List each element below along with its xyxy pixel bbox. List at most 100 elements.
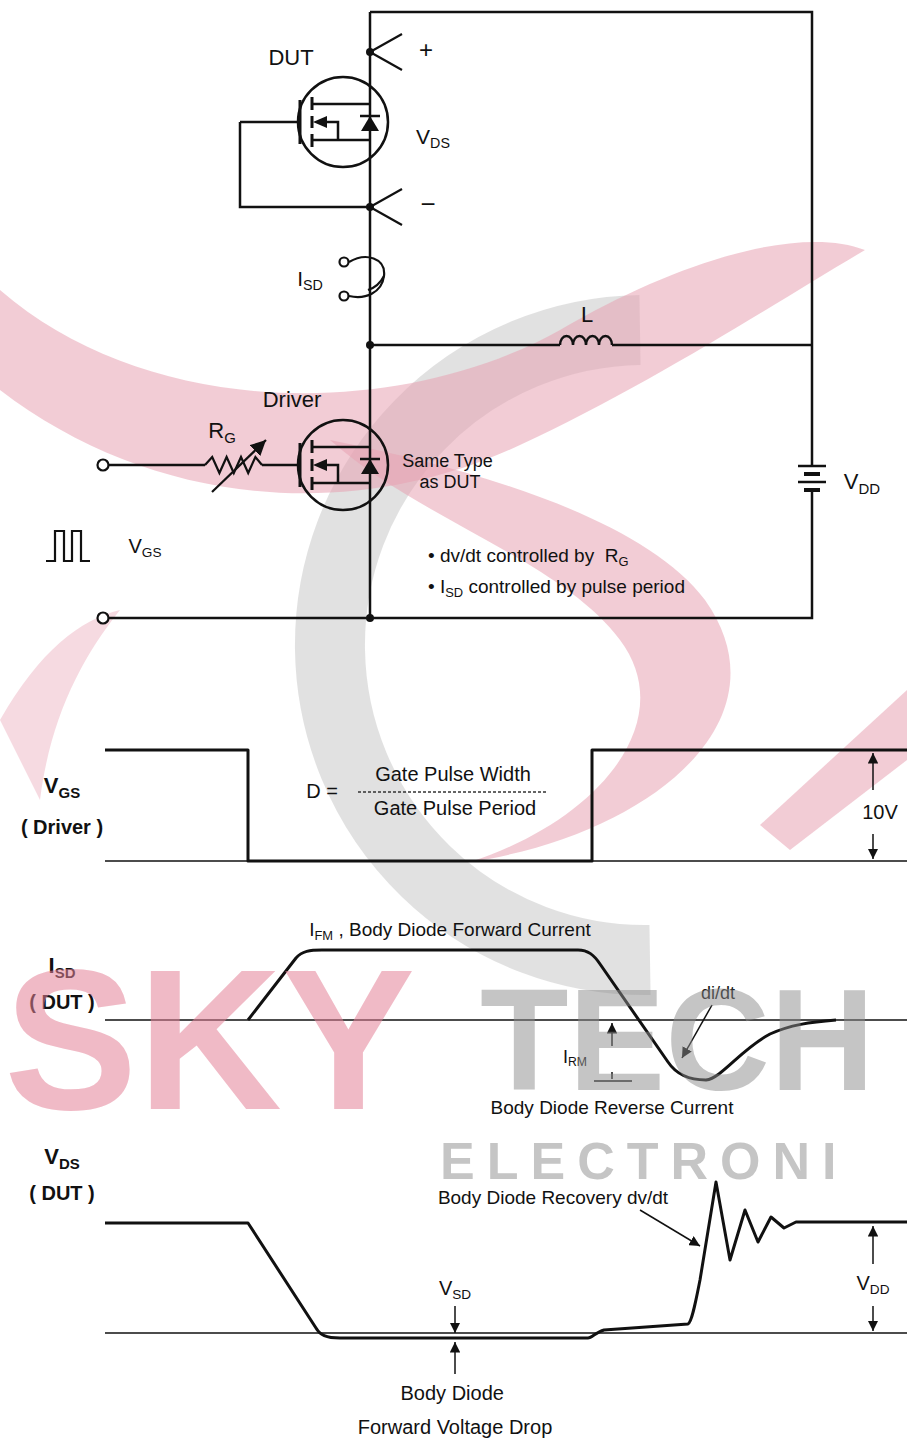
battery-symbol [804,472,820,476]
text-line: L [581,302,593,327]
watermark-logo [760,690,907,850]
dut-mosfet [298,77,388,167]
waveforms [105,750,907,861]
gate-resistor [212,440,266,492]
subscript: DD [870,1282,890,1297]
waveform-baselines [105,1332,907,1334]
subscript: DD [859,480,881,497]
text-run: TECH [480,959,875,1121]
text-run: SKY [4,928,415,1151]
circuit-wires [109,12,812,618]
formula: Gate Pulse Period [374,797,536,820]
dimension: 10V [862,801,898,824]
waveforms [105,1182,907,1338]
text-line: Driver [263,387,322,412]
gate-terminals [98,613,109,624]
text-run: V [857,1272,870,1294]
part-name: Driver [263,387,322,412]
text-line: RG [208,418,236,446]
text-run: Body Diode Recovery dv/dt [438,1187,668,1208]
text-run: V [416,125,430,148]
text-run: Gate Pulse Period [374,797,536,819]
formula: Gate Pulse Width [375,763,531,786]
circuit-wires [370,344,560,347]
text-line: ( Driver ) [21,816,103,839]
subscript: DS [430,135,450,151]
text-line: ( DUT ) [29,1182,95,1205]
waveform-note: Body Diode Recovery dv/dt [438,1187,668,1209]
text-line: − [420,190,435,220]
watermark-logo [0,242,907,960]
text-run: Body Diode [401,1382,510,1404]
current-probe [368,276,384,290]
signal-name: VDS [416,125,450,152]
text-line: DUT [268,45,313,70]
junction-dots [366,614,374,622]
waveform-name: VGS [44,773,80,801]
text-run: ( DUT ) [29,1182,95,1204]
text-line: • ISD controlled by pulse period [428,576,685,601]
text-run: controlled by pulse period [463,576,685,597]
text-line: • dv/dt controlled by RG [428,545,628,570]
note: • dv/dt controlled by RG [428,545,628,570]
text-run: 10V [862,801,898,823]
waveform-name: ( Driver ) [21,816,103,839]
text-run: as DUT [419,472,480,492]
circuit-wires [370,12,812,466]
text-line: VDS [416,125,450,152]
text-line: ELECTRONI [440,1132,848,1192]
note: Same Type as DUT [402,451,498,492]
text-run: Same Type [402,451,498,471]
text-run: I [297,267,303,290]
leader-lines [640,1210,700,1246]
watermark: TECH [480,957,875,1124]
measure-terminals [370,34,402,70]
current-probe [340,292,349,301]
circuit-wires [109,464,205,467]
battery-symbol [798,466,826,490]
text-line: VGS [129,535,162,561]
text-run: Driver [263,387,322,412]
text-run: − [420,189,435,219]
waveform-name: ( DUT ) [29,1182,95,1205]
subscript: G [618,554,628,569]
driver-mosfet [298,420,388,510]
text-run: + [419,36,433,63]
terminal-sign: − [420,190,435,220]
dimension: VSD [439,1277,471,1303]
watermark: SKY [4,925,415,1155]
text-run: DUT [268,45,313,70]
circuit-wires [109,492,812,618]
fraction-bar [358,791,548,792]
signal-name: ISD [297,267,323,294]
text-line: Body Diode Recovery dv/dt [438,1187,668,1209]
text-line: Forward Voltage Drop [358,1410,553,1444]
text-line: VDD [857,1272,890,1298]
text-run: V [439,1277,452,1299]
text-run: L [581,302,593,327]
current-probe [340,257,385,300]
text-run: D = [306,780,338,802]
subscript: G [224,429,236,446]
part-name: VDD [844,469,880,497]
text-run: V [844,469,859,494]
dimension-arrows [454,1306,456,1333]
current-probe [340,258,349,267]
subscript: DS [59,1155,80,1172]
watermark: ELECTRONI [440,1132,848,1192]
note: • ISD controlled by pulse period [428,576,685,601]
text-run: Forward Voltage Drop [358,1416,553,1438]
dimension: VDD [857,1272,890,1298]
text-run: V [44,773,59,798]
terminal-sign: + [419,36,433,64]
pulse-symbol [46,531,90,561]
battery-symbol [798,481,826,484]
text-line: Body Diode [358,1376,553,1410]
text-line: Gate Pulse Period [374,797,536,820]
signal-name: VGS [129,535,162,561]
dimension-arrows [872,1226,874,1264]
text-line: ISD [297,267,323,294]
junction-dots [366,48,374,622]
text-line: D = [306,780,338,803]
